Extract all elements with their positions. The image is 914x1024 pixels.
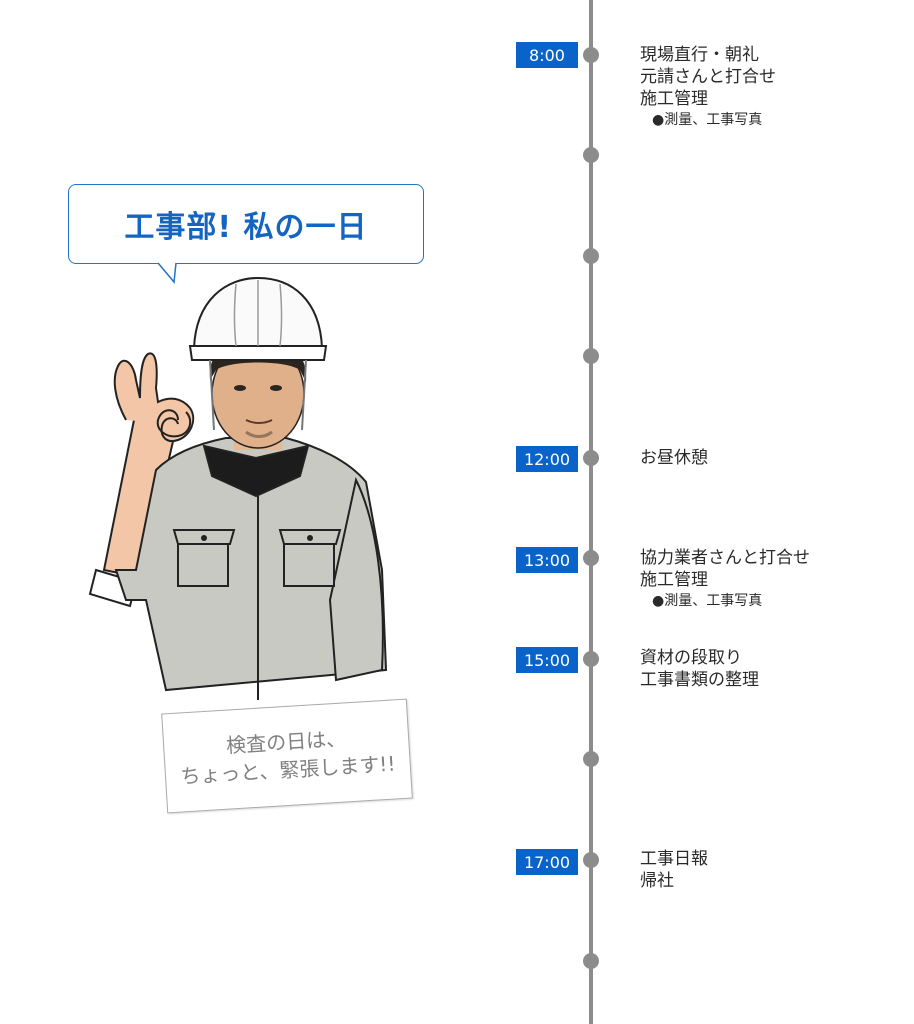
entry-line: 資材の段取り bbox=[640, 648, 742, 668]
time-badge: 13:00 bbox=[516, 547, 578, 573]
time-badge: 15:00 bbox=[516, 647, 578, 673]
comment-card: 検査の日は、 ちょっと、緊張します!! bbox=[161, 698, 413, 814]
timeline-dot bbox=[583, 47, 599, 63]
entry-line: 元請さんと打合せ bbox=[640, 67, 776, 87]
timeline-dot bbox=[583, 953, 599, 969]
entry-line: 施工管理 bbox=[640, 570, 708, 590]
entry-line: お昼休憩 bbox=[640, 448, 708, 468]
timeline-dot bbox=[583, 651, 599, 667]
worker-illustration bbox=[86, 270, 406, 710]
timeline-dot bbox=[583, 147, 599, 163]
entry-subitem: ●測量、工事写真 bbox=[652, 593, 763, 609]
entry-line: 工事日報 bbox=[640, 849, 708, 869]
timeline-line bbox=[589, 0, 593, 1024]
speech-bubble: 工事部! 私の一日 bbox=[68, 184, 424, 264]
time-badge: 12:00 bbox=[516, 446, 578, 472]
schedule-entry: 工事日報 帰社 bbox=[640, 848, 900, 892]
page-title: 工事部! 私の一日 bbox=[124, 210, 368, 245]
timeline-dot bbox=[583, 852, 599, 868]
schedule-entry: 現場直行・朝礼 元請さんと打合せ 施工管理 ●測量、工事写真 bbox=[640, 44, 900, 130]
time-badge: 17:00 bbox=[516, 849, 578, 875]
schedule-entry: 協力業者さんと打合せ 施工管理 ●測量、工事写真 bbox=[640, 547, 900, 611]
entry-subitem: ●測量、工事写真 bbox=[652, 112, 763, 128]
entry-line: 工事書類の整理 bbox=[640, 670, 759, 690]
entry-line: 現場直行・朝礼 bbox=[640, 45, 759, 65]
entry-line: 施工管理 bbox=[640, 89, 708, 109]
schedule-entry: 資材の段取り 工事書類の整理 bbox=[640, 647, 900, 691]
timeline-dot bbox=[583, 550, 599, 566]
comment-line-2: ちょっと、緊張します!! bbox=[179, 751, 397, 789]
timeline-dot bbox=[583, 348, 599, 364]
entry-line: 協力業者さんと打合せ bbox=[640, 548, 810, 568]
timeline-dot bbox=[583, 450, 599, 466]
timeline-dot bbox=[583, 751, 599, 767]
schedule-entry: お昼休憩 bbox=[640, 447, 900, 469]
time-badge: 8:00 bbox=[516, 42, 578, 68]
timeline-dot bbox=[583, 248, 599, 264]
entry-line: 帰社 bbox=[640, 871, 674, 891]
